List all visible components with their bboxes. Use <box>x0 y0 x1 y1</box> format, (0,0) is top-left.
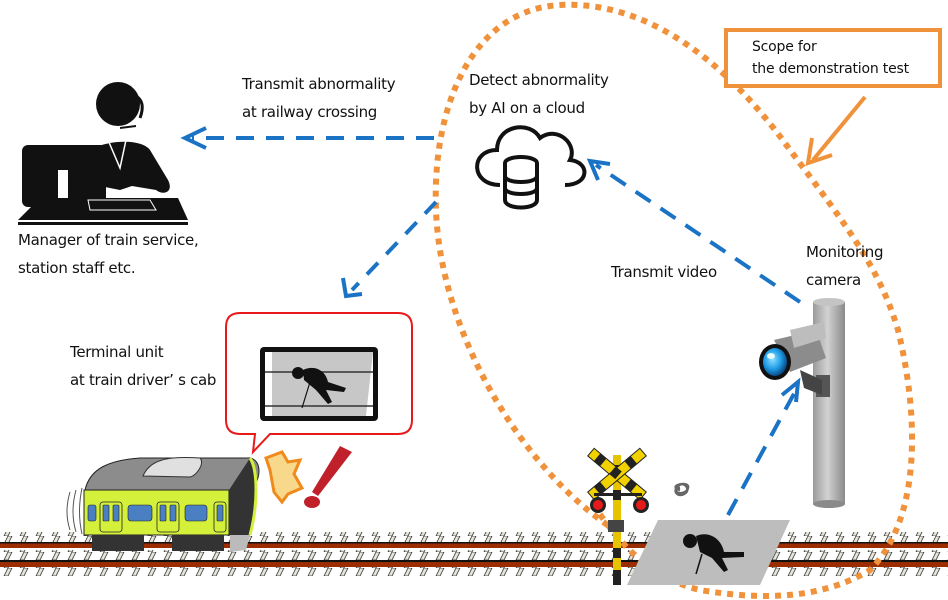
scope-pointer-arrow <box>805 95 867 166</box>
arrow-transmit-abnormality <box>180 126 434 150</box>
fallen-person-icon <box>627 482 790 585</box>
exclamation-icon <box>304 446 352 508</box>
rail-top <box>0 542 948 548</box>
detect-abnormality-line-1: Detect abnormality <box>469 71 609 89</box>
cloud-database-icon <box>475 125 587 210</box>
transmit-abnormality-line-2: at railway crossing <box>242 103 378 121</box>
detect-abnormality-label: Detect abnormality by AI on a cloud <box>469 66 609 122</box>
operator-at-desk-icon <box>18 82 188 225</box>
terminal-unit-label: Terminal unit at train driver’ s cab <box>70 338 216 394</box>
train-icon <box>66 457 260 552</box>
arrow-to-terminal <box>341 200 438 299</box>
impact-burst-icon <box>264 450 305 505</box>
terminal-unit-line-1: Terminal unit <box>70 343 164 361</box>
detect-abnormality-line-2: by AI on a cloud <box>469 99 585 117</box>
rail-bottom <box>0 562 948 567</box>
track-ties-middle <box>0 550 948 560</box>
railway-track <box>0 532 948 576</box>
terminal-screen-icon <box>260 347 378 421</box>
surveillance-camera-icon <box>759 298 845 508</box>
manager-label-line-1: Manager of train service, <box>18 231 199 249</box>
monitoring-camera-line-2: camera <box>806 271 861 289</box>
manager-label-line-2: station staff etc. <box>18 259 136 277</box>
terminal-unit-line-2: at train driver’ s cab <box>70 371 217 389</box>
monitoring-camera-label: Monitoring camera <box>806 238 884 294</box>
transmit-abnormality-label: Transmit abnormality at railway crossing <box>242 70 396 126</box>
rail-bottom-edge <box>0 560 948 562</box>
scope-outline <box>432 1 916 599</box>
transmit-video-label: Transmit video <box>611 263 717 281</box>
arrow-transmit-video <box>586 158 802 304</box>
scope-label-line-2: the demonstration test <box>752 61 909 77</box>
scope-callout-box: Scope for the demonstration test <box>724 28 942 88</box>
manager-label: Manager of train service, station staff … <box>18 226 199 282</box>
rail-top-edge <box>0 542 948 544</box>
arrow-incident-to-camera <box>726 377 801 516</box>
track-ties-bottom <box>0 567 948 576</box>
railway-crossing-signal-icon <box>587 447 649 585</box>
monitoring-camera-line-1: Monitoring <box>806 243 884 261</box>
track-ties-top <box>0 532 948 542</box>
scope-label-line-1: Scope for <box>752 39 817 55</box>
transmit-abnormality-line-1: Transmit abnormality <box>242 75 396 93</box>
